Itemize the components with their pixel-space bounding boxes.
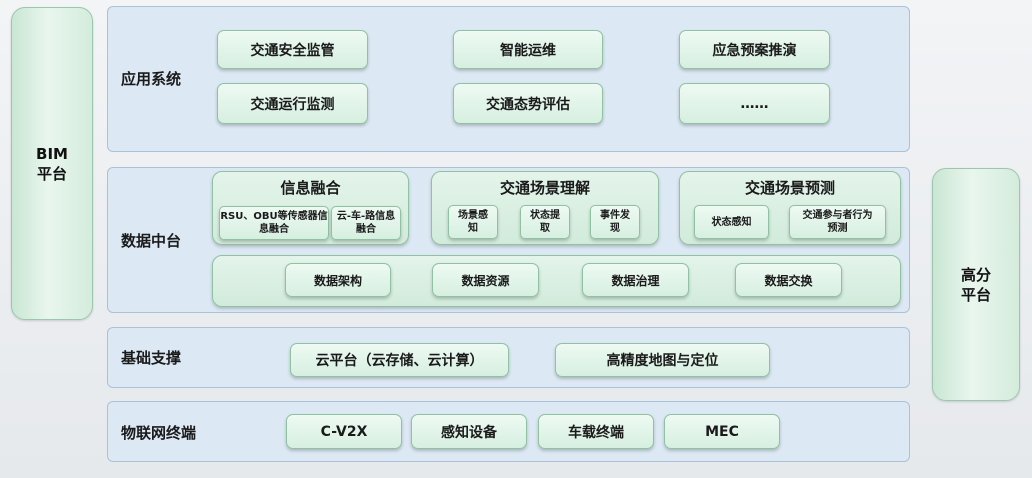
- data-item-exchange[interactable]: 数据交换: [735, 263, 842, 297]
- group-scene-prediction-title: 交通场景预测: [744, 179, 835, 197]
- group-info-fusion-title: 信息融合: [280, 179, 341, 197]
- iot-item-sensing-device[interactable]: 感知设备: [411, 414, 527, 449]
- prediction-item-state-perception[interactable]: 状态感知: [694, 205, 769, 239]
- data-center-layer-label: 数据中台: [121, 232, 182, 250]
- iot-item-vehicle-terminal[interactable]: 车载终端: [538, 414, 654, 449]
- iot-layer-label: 物联网终端: [121, 424, 197, 442]
- app-item-smart-ops[interactable]: 智能运维: [453, 30, 603, 69]
- data-item-governance[interactable]: 数据治理: [582, 263, 689, 297]
- app-item-traffic-safety[interactable]: 交通安全监管: [217, 30, 368, 69]
- app-item-traffic-assessment[interactable]: 交通态势评估: [453, 83, 603, 124]
- fusion-item-cloud-vehicle-road[interactable]: 云-车-路信息融合: [331, 206, 401, 240]
- iot-item-cv2x[interactable]: C-V2X: [286, 414, 402, 449]
- infrastructure-layer-label: 基础支撑: [121, 349, 182, 367]
- fusion-item-rsu-obu[interactable]: RSU、OBU等传感器信息融合: [219, 206, 329, 240]
- scene-item-event-discovery[interactable]: 事件发现: [590, 205, 640, 239]
- data-item-architecture[interactable]: 数据架构: [285, 263, 391, 297]
- scene-item-state-extraction[interactable]: 状态提取: [520, 205, 570, 239]
- app-item-more[interactable]: ……: [679, 83, 830, 124]
- iot-item-mec[interactable]: MEC: [664, 414, 780, 449]
- bim-platform-label: BIM平台: [36, 144, 68, 183]
- application-layer: [107, 6, 910, 152]
- group-scene-understanding-title: 交通场景理解: [499, 179, 590, 197]
- app-item-emergency-plan[interactable]: 应急预案推演: [679, 30, 830, 69]
- app-item-traffic-monitoring[interactable]: 交通运行监测: [217, 83, 368, 124]
- data-item-resources[interactable]: 数据资源: [432, 263, 539, 297]
- prediction-item-participant-behavior[interactable]: 交通参与者行为预测: [789, 205, 886, 239]
- scene-item-perception[interactable]: 场景感知: [448, 205, 498, 239]
- bim-platform[interactable]: BIM平台: [11, 7, 93, 320]
- application-layer-label: 应用系统: [121, 70, 182, 88]
- gaofen-platform-label: 高分平台: [960, 265, 991, 304]
- infra-item-cloud-platform[interactable]: 云平台（云存储、云计算）: [290, 343, 509, 377]
- gaofen-platform[interactable]: 高分平台: [932, 168, 1020, 401]
- infra-item-hd-map[interactable]: 高精度地图与定位: [555, 343, 770, 377]
